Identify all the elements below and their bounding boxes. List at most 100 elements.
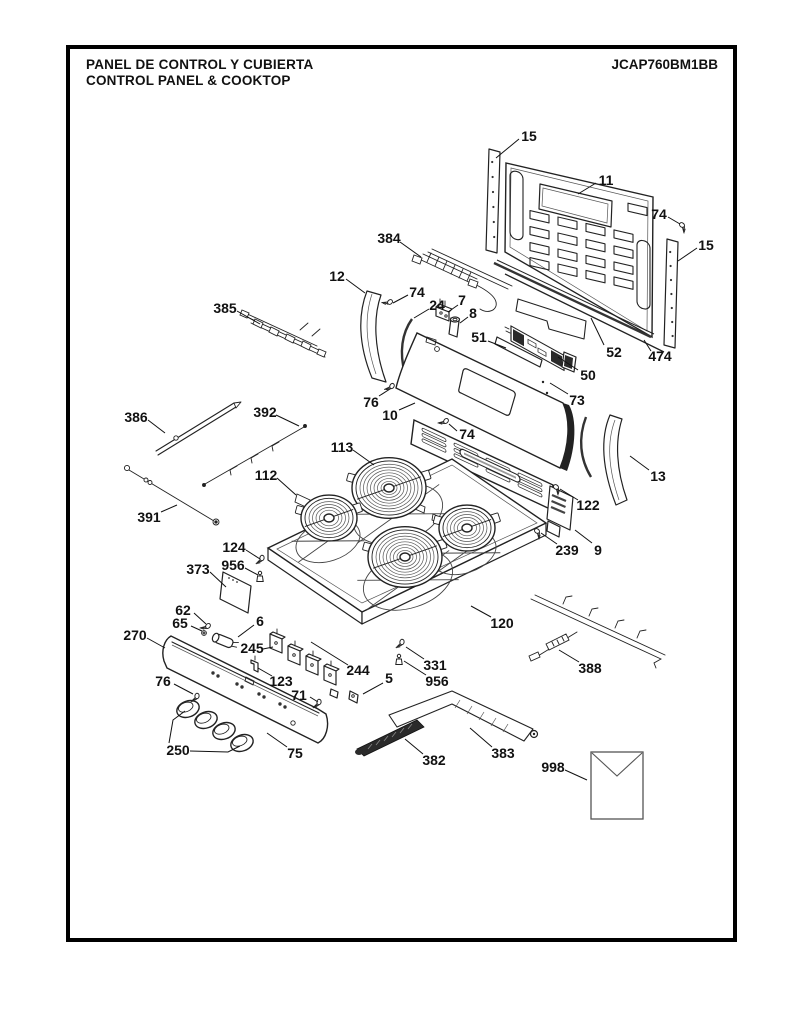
svg-text:123: 123	[269, 673, 293, 689]
svg-text:50: 50	[580, 367, 596, 383]
title-english: CONTROL PANEL & COOKTOP	[86, 73, 291, 88]
part-label-74: 74	[392, 284, 425, 304]
vent-grille-9	[410, 418, 574, 538]
svg-text:13: 13	[650, 468, 666, 484]
rear-control-panel-10	[395, 332, 575, 471]
svg-text:71: 71	[291, 687, 307, 703]
wire-harness-384	[411, 248, 513, 312]
rear-panel-11	[504, 162, 654, 340]
svg-text:245: 245	[240, 640, 264, 656]
part-label-15: 15	[495, 128, 537, 159]
svg-text:73: 73	[569, 392, 585, 408]
part-label-13: 13	[629, 455, 666, 484]
wire-harness-388	[528, 594, 666, 669]
wire-392	[202, 424, 307, 487]
model-number: JCAP760BM1BB	[611, 57, 718, 72]
svg-text:250: 250	[166, 742, 190, 758]
wire-harness-385	[239, 309, 327, 358]
radiant-burner-element	[346, 456, 432, 520]
svg-text:998: 998	[541, 759, 565, 775]
part-label-956: 956	[221, 557, 259, 576]
svg-text:391: 391	[137, 509, 161, 525]
part-label-386: 386	[124, 409, 166, 434]
screw-124-icon	[255, 553, 266, 566]
svg-text:24: 24	[429, 297, 445, 313]
part-label-245: 245	[240, 640, 274, 656]
part-label-244: 244	[310, 641, 370, 678]
svg-text:239: 239	[555, 542, 579, 558]
svg-text:270: 270	[123, 627, 147, 643]
part-label-9: 9	[574, 529, 602, 558]
part-label-250: 250	[166, 710, 241, 758]
part-label-24: 24	[413, 297, 445, 319]
literature-envelope-998	[590, 751, 644, 820]
switches-245-244	[269, 628, 340, 686]
part-label-51: 51	[471, 329, 507, 349]
part-label-75: 75	[266, 732, 303, 761]
fastener-8	[448, 316, 461, 338]
registration-card-373	[219, 571, 252, 614]
svg-text:7: 7	[458, 292, 466, 308]
svg-text:12: 12	[329, 268, 345, 284]
svg-text:392: 392	[253, 404, 277, 420]
part-label-331: 331	[405, 646, 447, 673]
nut-65	[201, 630, 207, 636]
part-label-71: 71	[291, 687, 319, 703]
part-label-383: 383	[469, 727, 515, 761]
bracket-5	[329, 688, 359, 704]
radiant-burner-element	[362, 525, 448, 589]
screw-74-icon	[380, 295, 394, 309]
part-label-384: 384	[377, 230, 422, 258]
svg-text:74: 74	[459, 426, 475, 442]
svg-text:112: 112	[255, 467, 278, 483]
clip-956-icon	[395, 653, 403, 665]
radiant-burner-element	[432, 504, 501, 552]
clip-123	[250, 655, 259, 673]
screw-331-icon	[395, 637, 406, 650]
part-label-7: 7	[447, 292, 466, 313]
svg-text:113: 113	[331, 439, 354, 455]
svg-text:385: 385	[213, 300, 237, 316]
radiant-burners-112-113	[294, 456, 501, 589]
heat-shield-382-383	[355, 690, 539, 757]
rod-386	[155, 401, 242, 456]
svg-text:388: 388	[578, 660, 602, 676]
svg-text:373: 373	[186, 561, 210, 577]
part-label-124: 124	[222, 539, 261, 560]
radiant-burner-element	[294, 494, 363, 542]
diagram-title: PANEL DE CONTROL Y CUBIERTA CONTROL PANE…	[86, 57, 313, 89]
clip-956-icon	[256, 570, 264, 582]
part-label-956: 956	[403, 660, 449, 689]
screw-74-icon	[437, 415, 450, 429]
left-trim-12	[360, 290, 387, 383]
part-label-120: 120	[470, 605, 514, 631]
part-label-74: 74	[651, 206, 681, 225]
part-label-65: 65	[172, 615, 203, 632]
svg-text:956: 956	[221, 557, 245, 573]
svg-text:124: 124	[222, 539, 246, 555]
part-label-112: 112	[255, 467, 297, 496]
control-overlay-51	[494, 336, 543, 368]
part-label-122: 122	[559, 488, 600, 513]
svg-text:10: 10	[382, 407, 398, 423]
part-label-73: 73	[549, 382, 585, 408]
part-label-76: 76	[363, 388, 391, 410]
part-label-391: 391	[137, 504, 178, 525]
svg-text:474: 474	[648, 348, 672, 364]
svg-text:386: 386	[124, 409, 148, 425]
ignitor-6	[211, 632, 239, 649]
svg-text:76: 76	[155, 673, 171, 689]
svg-text:15: 15	[698, 237, 714, 253]
part-label-998: 998	[541, 759, 588, 781]
switch-7	[435, 298, 453, 322]
svg-text:120: 120	[490, 615, 514, 631]
title-spanish: PANEL DE CONTROL Y CUBIERTA	[86, 57, 314, 72]
part-label-10: 10	[382, 402, 416, 423]
svg-text:76: 76	[363, 394, 379, 410]
right-gasket	[579, 416, 593, 478]
svg-text:75: 75	[287, 745, 303, 761]
svg-text:9: 9	[594, 542, 602, 558]
part-label-52: 52	[590, 317, 622, 360]
part-label-382: 382	[404, 738, 446, 768]
